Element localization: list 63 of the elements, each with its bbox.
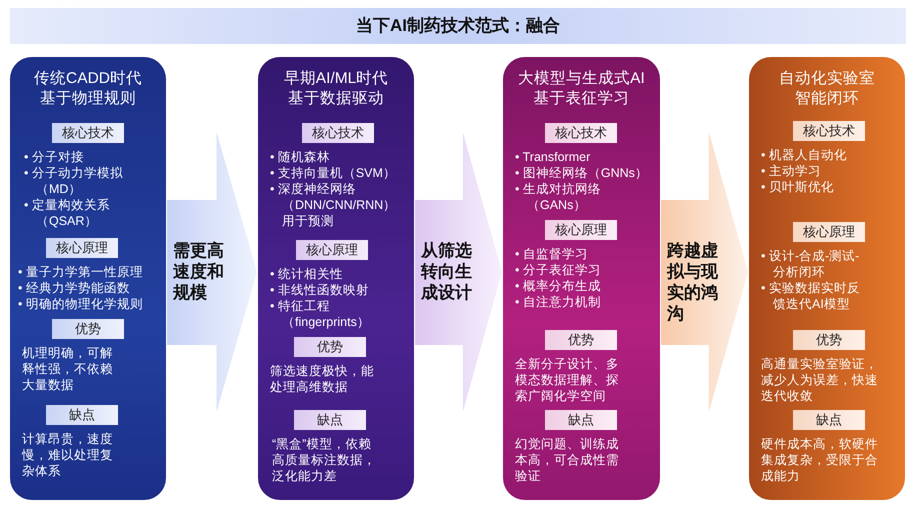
bullet-item: • 生成对抗网络（GANs） [515, 181, 602, 213]
section-header: 优势 [52, 319, 124, 339]
body-text: 筛选速度极快，能处理高维数据 [270, 363, 375, 395]
bullet-item: • 深度神经网络（DNN/CNN/RNN）用于预测 [270, 181, 398, 229]
bullet-item: • 图神经网络（GNNs） [515, 165, 648, 181]
column-title: 早期AI/ML时代基于数据驱动 [282, 69, 390, 109]
section-header: 核心技术 [545, 123, 617, 143]
section-header: 优势 [793, 330, 865, 350]
column-title: 大模型与生成式AI基于表征学习 [517, 69, 646, 109]
bullet-item: • 明确的物理化学规则 [18, 296, 144, 312]
body-text: 机理明确，可解释性强，不依赖大量数据 [22, 345, 114, 393]
section-header: 核心原理 [46, 238, 118, 258]
bullet-item: • 特征工程（fingerprints） [270, 298, 371, 330]
bullet-item: • 分子动力学模拟（MD） [24, 165, 124, 197]
body-text: 高通量实验室验证，减少人为误差，快速迭代收敛 [761, 356, 879, 404]
column-panel [258, 57, 414, 500]
body-text: 硬件成本高，软硬件集成复杂，受限于合成能力 [761, 436, 879, 484]
bullet-item: • 经典力学势能函数 [18, 280, 131, 296]
section-header: 核心原理 [296, 240, 368, 260]
section-header: 缺点 [294, 410, 366, 430]
bullet-item: • 非线性函数映射 [270, 282, 370, 298]
bullet-item: • 定量构效关系（QSAR） [24, 197, 111, 229]
column-panel [10, 57, 166, 500]
section-header: 核心技术 [302, 123, 374, 143]
bullet-item: • 分子表征学习 [515, 262, 602, 278]
bullet-item: • 量子力学第一性原理 [18, 264, 144, 280]
section-header: 优势 [294, 337, 366, 357]
bullet-item: • 机器人自动化 [761, 147, 848, 163]
bullet-item: • 贝叶斯优化 [761, 179, 835, 195]
bullet-item: • 实验数据实时反馈迭代AI模型 [761, 280, 861, 312]
edge-label: 跨越虚拟与现实的鸿沟 [667, 240, 719, 324]
column-panel [503, 57, 660, 500]
bullet-item: • 主动学习 [761, 163, 822, 179]
bullet-item: • 支持向量机（SVM） [270, 165, 397, 181]
bullet-item: • 随机森林 [270, 149, 331, 165]
section-header: 核心原理 [545, 220, 617, 240]
bullet-item: • 分子对接 [24, 149, 85, 165]
chevron-arrow [415, 132, 502, 412]
section-header: 缺点 [545, 410, 617, 430]
section-header: 核心技术 [793, 121, 865, 141]
section-header: 核心技术 [52, 123, 124, 143]
bullet-item: • 自监督学习 [515, 246, 589, 262]
bullet-item: • 统计相关性 [270, 266, 344, 282]
column-title: 传统CADD时代基于物理规则 [33, 69, 143, 109]
column-panel [749, 57, 905, 500]
section-header: 缺点 [793, 410, 865, 430]
body-text: 计算昂贵，速度慢，难以处理复杂体系 [22, 431, 114, 479]
body-text: 全新分子设计、多模态数据理解、探索广阔化学空间 [515, 356, 620, 404]
section-header: 缺点 [46, 405, 118, 425]
body-text: 幻觉问题、训练成本高，可合成性需验证 [515, 436, 620, 484]
title-banner: 当下AI制药技术范式：融合 [10, 8, 906, 44]
section-header: 核心原理 [793, 222, 865, 242]
bullet-item: • 概率分布生成 [515, 278, 602, 294]
section-header: 优势 [545, 330, 617, 350]
chevron-arrow [661, 132, 748, 412]
body-text: “黑盒”模型，依赖高质量标注数据，泛化能力差 [272, 436, 377, 484]
edge-label: 需更高速度和规模 [173, 240, 225, 303]
bullet-item: • Transformer [515, 149, 592, 165]
column-title: 自动化实验室智能闭环 [778, 69, 876, 109]
bullet-item: • 自注意力机制 [515, 294, 602, 310]
edge-label: 从筛选转向生成设计 [421, 240, 473, 303]
chevron-arrow [167, 132, 257, 412]
bullet-item: • 设计-合成-测试-分析闭环 [761, 248, 860, 280]
